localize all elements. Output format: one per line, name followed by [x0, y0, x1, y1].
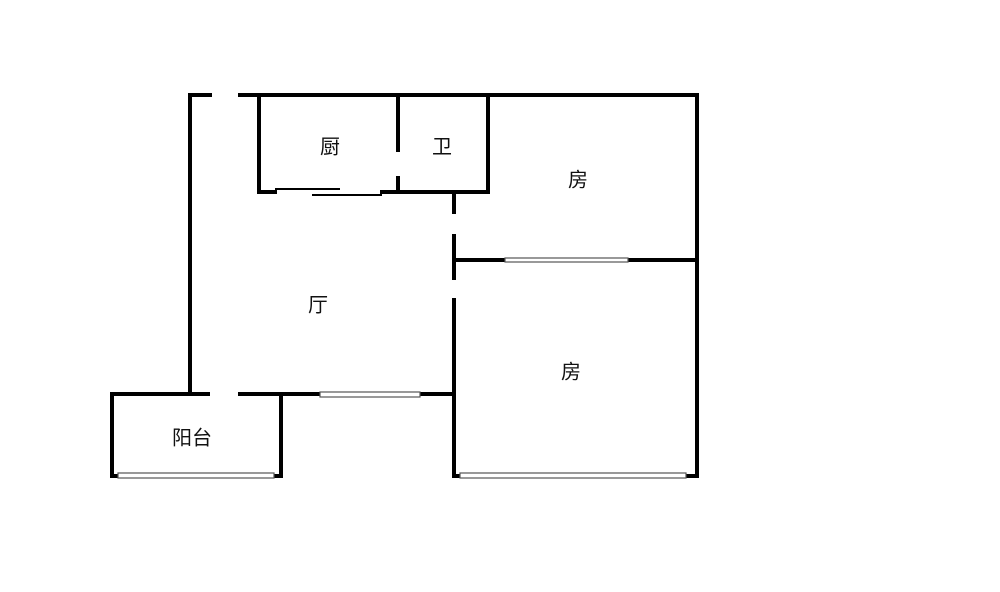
windows	[117, 257, 687, 479]
sliding-door	[275, 188, 382, 196]
window	[117, 472, 275, 479]
room-label-bedroom-lower: 房	[561, 359, 581, 384]
walls	[110, 93, 699, 478]
window	[459, 472, 687, 479]
room-label-bathroom: 卫	[432, 134, 452, 159]
room-label-living-room: 厅	[308, 292, 328, 317]
room-label-kitchen: 厨	[320, 134, 340, 159]
room-label-balcony: 阳台	[172, 425, 212, 450]
window	[504, 257, 629, 263]
room-label-bedroom-upper: 房	[568, 167, 588, 192]
window	[319, 391, 421, 398]
